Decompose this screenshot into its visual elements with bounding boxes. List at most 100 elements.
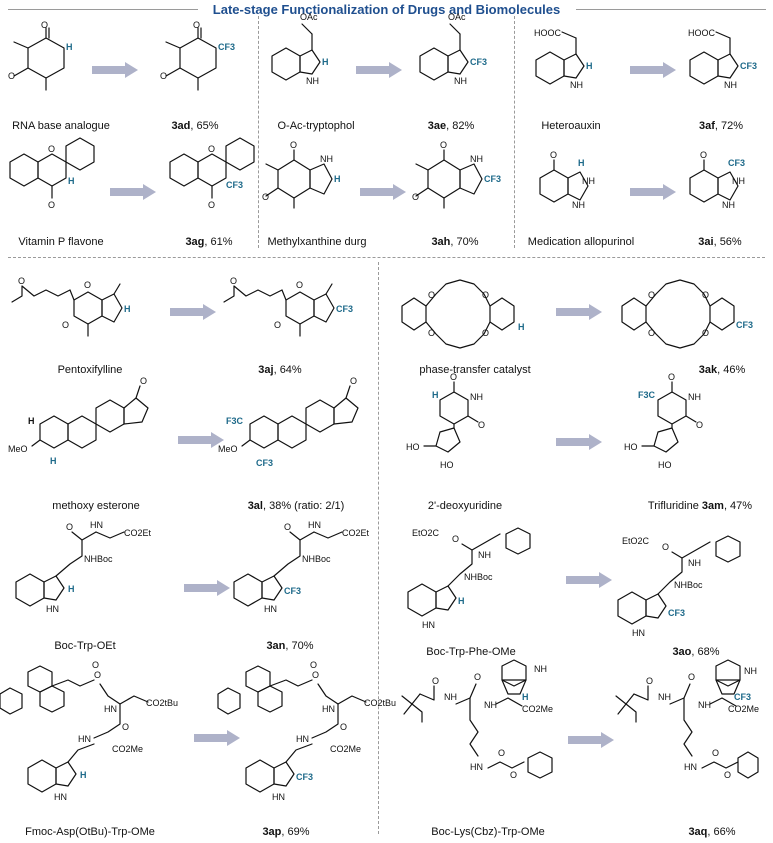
svg-text:O: O [724,770,731,780]
svg-text:H: H [522,692,529,702]
svg-text:NHBoc: NHBoc [84,554,113,564]
structure-boc-trp-phe-ome: O NH EtO2C NHBoc HN H [407,527,531,630]
svg-text:O: O [510,770,517,780]
svg-text:O: O [160,71,167,81]
svg-text:NH: NH [320,154,333,164]
substrate-label: Boc-Trp-Phe-OMe [426,646,516,658]
svg-text:HN: HN [104,704,117,714]
structure-3an: O HN CO2Et NHBoc HN CF3 [233,520,370,614]
svg-text:HO: HO [406,442,420,452]
svg-text:NH: NH [582,176,595,186]
svg-text:CF3: CF3 [296,772,313,782]
svg-text:NH: NH [570,80,583,90]
svg-text:CO2Et: CO2Et [124,528,152,538]
structure-crown-ether: O O O O H [401,279,525,349]
structure-fmoc-asp-trp-ome: O O HN CO2tBu O HN CO2Me HN H [0,660,178,802]
substrate-label: methoxy esterone [52,500,140,512]
svg-text:CF3: CF3 [256,458,273,468]
svg-text:HN: HN [308,520,321,530]
reaction-arrow [360,184,406,200]
svg-text:H: H [50,456,57,466]
svg-text:CF3: CF3 [734,692,751,702]
substrate-label: Methylxanthine durg [267,236,367,248]
structure-flavone: O O H [9,137,95,210]
structure-allopurinol: O NH NH H [539,150,595,210]
svg-text:O: O [688,672,695,682]
structure-3ae: OAc NH CF3 [419,12,487,86]
reaction-arrow [356,62,402,78]
svg-text:O: O [432,676,439,686]
product-label: 3aq, 66% [688,826,736,838]
svg-text:HN: HN [90,520,103,530]
product-label: 3ap, 69% [262,826,310,838]
svg-text:CO2tBu: CO2tBu [364,698,396,708]
svg-text:O: O [290,140,297,150]
svg-text:CF3: CF3 [484,174,501,184]
product-label: 3an, 70% [266,640,314,652]
svg-text:MeO: MeO [218,444,238,454]
svg-text:O: O [712,748,719,758]
svg-text:CO2tBu: CO2tBu [146,698,178,708]
product-label: Trifluridine 3am, 47% [647,500,753,512]
substrate-label: Heteroauxin [541,120,601,132]
product-label: 3ae, 82% [427,120,475,132]
svg-text:O: O [8,71,15,81]
title-rule-right [576,9,766,10]
svg-text:CF3: CF3 [470,57,487,67]
divider-row1-a [258,16,259,248]
svg-text:HN: HN [296,734,309,744]
svg-text:O: O [66,522,73,532]
substrate-label: phase-transfer catalyst [419,364,531,376]
svg-text:O: O [48,144,55,154]
product-label: 3ao, 68% [672,646,720,658]
svg-text:H: H [66,42,73,52]
svg-text:O: O [274,320,281,330]
svg-text:NH: NH [470,392,483,402]
product-label: 3ag, 61% [185,236,233,248]
svg-text:OAc: OAc [300,12,318,22]
svg-text:O: O [440,140,447,150]
svg-text:NH: NH [478,550,491,560]
structure-3ai: O NH NH CF3 [689,150,745,210]
svg-text:O: O [296,280,303,290]
svg-text:O: O [428,328,435,338]
structure-pentoxifylline: O O O H [11,276,131,337]
svg-text:NH: NH [572,200,585,210]
svg-text:NH: NH [484,700,497,710]
product-label: 3af, 72% [698,120,744,132]
svg-text:CF3: CF3 [284,586,301,596]
svg-text:HO: HO [624,442,638,452]
substrate-label: RNA base analogue [12,120,110,132]
structure-3ao: O NH EtO2C NHBoc HN CF3 [617,535,741,638]
svg-text:O: O [350,376,357,386]
svg-text:HN: HN [272,792,285,802]
svg-text:CF3: CF3 [218,42,235,52]
svg-text:O: O [62,320,69,330]
svg-text:CF3: CF3 [668,608,685,618]
svg-text:HOOC: HOOC [534,28,562,38]
substrate-label: Vitamin P flavone [18,236,104,248]
svg-text:O: O [482,328,489,338]
svg-text:HN: HN [470,762,483,772]
svg-text:H: H [432,390,439,400]
product-label: 3aj, 64% [258,364,302,376]
structure-3ad: O O CF3 [160,20,235,91]
svg-text:O: O [452,534,459,544]
product-label: 3ai, 56% [698,236,742,248]
svg-text:O: O [208,144,215,154]
structure-3ah: O O NH CF3 [412,140,501,209]
svg-text:O: O [482,290,489,300]
svg-text:H: H [68,176,75,186]
structure-boc-lys-trp-ome: O NH O NH CO2Me HN O O NH H [401,659,553,780]
svg-text:CF3: CF3 [740,61,757,71]
svg-text:NHBoc: NHBoc [674,580,703,590]
product-label: 3ak, 46% [698,364,746,376]
svg-text:NH: NH [732,176,745,186]
svg-text:O: O [474,672,481,682]
svg-text:NH: NH [722,200,735,210]
svg-text:CO2Me: CO2Me [728,704,759,714]
svg-text:HN: HN [78,734,91,744]
structure-3am: O NH O HO HO F3C [624,372,703,470]
divider-row1-b [514,16,515,248]
svg-text:O: O [84,280,91,290]
